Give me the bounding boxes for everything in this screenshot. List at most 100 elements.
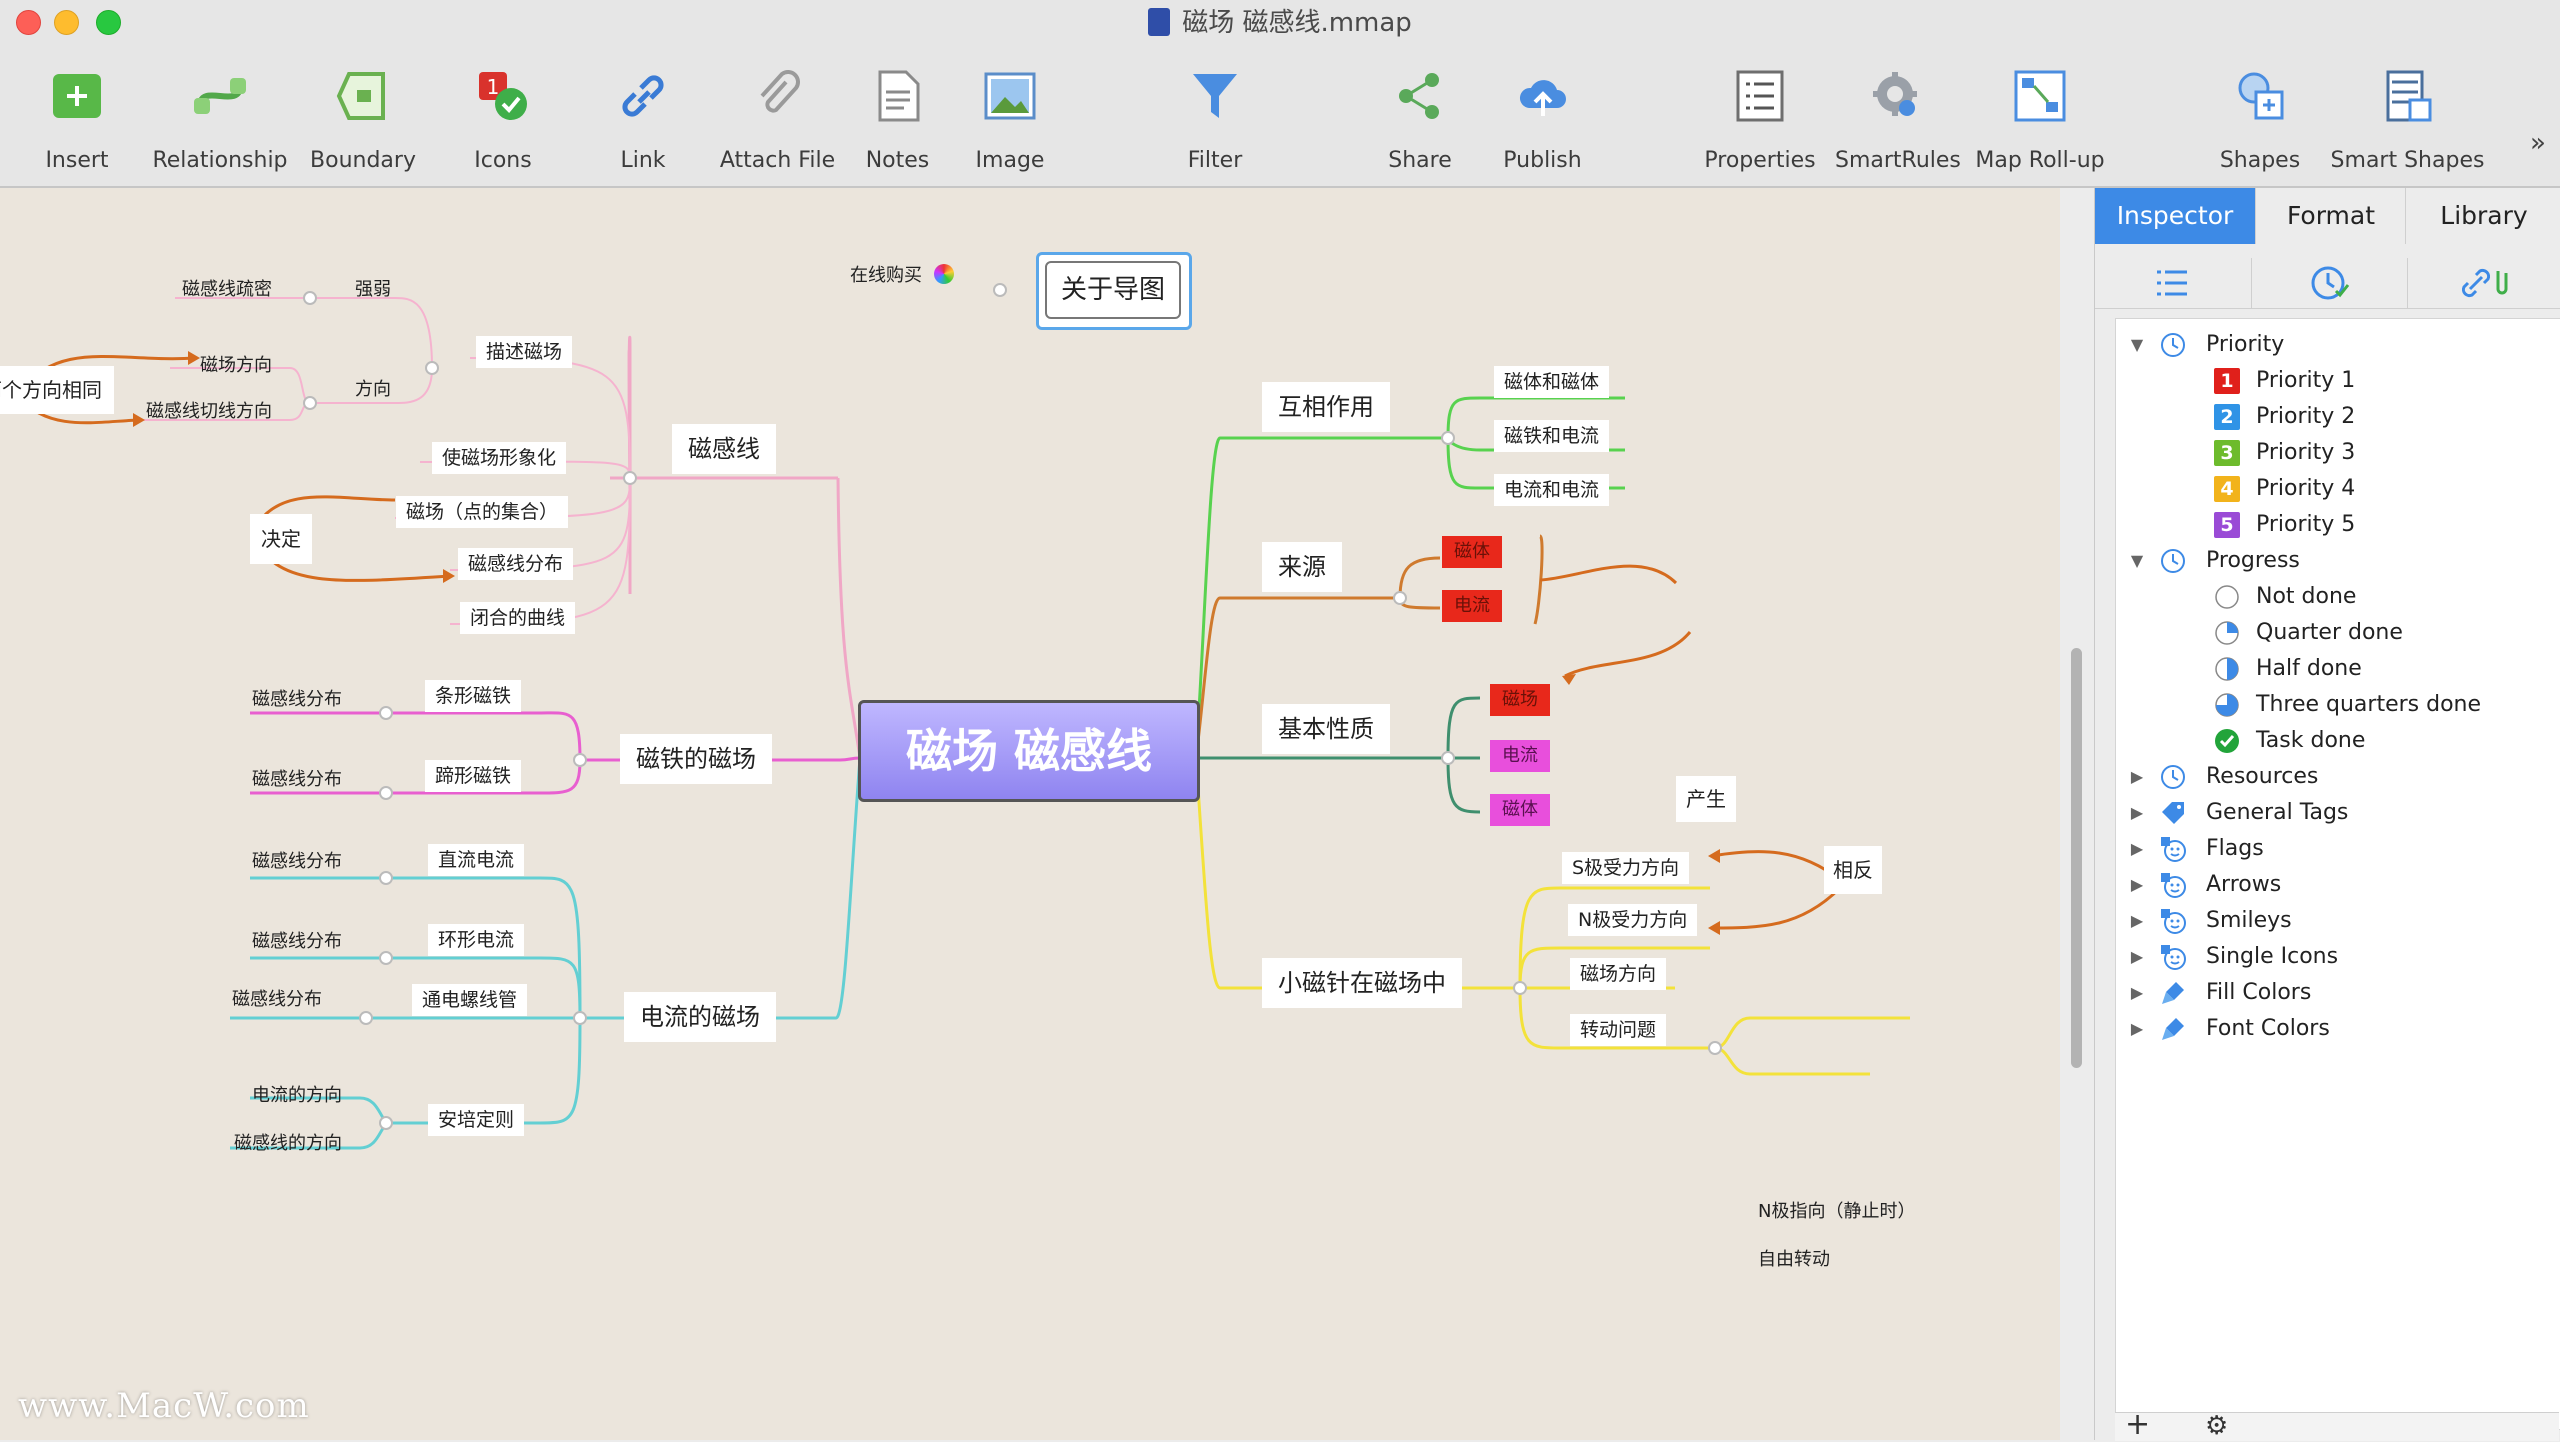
tree-row-general-tags[interactable]: ▶ General Tags [2116,795,2560,831]
topic-qiexian-fangxiang[interactable]: 磁感线切线方向 [146,401,272,422]
tree-row-smileys[interactable]: ▶ Smileys [2116,903,2560,939]
topic-bihe[interactable]: 闭合的曲线 [460,602,576,634]
topic-cichang-fx[interactable]: 磁场方向 [1570,958,1667,990]
topic-citie-cichang[interactable]: 磁铁的磁场 [620,734,772,784]
topic-laiyuan[interactable]: 来源 [1262,542,1342,592]
disclosure-open-icon[interactable]: ▼ [2130,551,2144,570]
tag-citi[interactable]: 磁体 [1442,536,1502,568]
subtab-links[interactable] [2407,258,2560,308]
topic-fenbu-c[interactable]: 磁感线分布 [252,851,342,872]
tag-dianliu2[interactable]: 电流 [1490,740,1550,772]
link-button[interactable]: Link [588,46,698,186]
tab-library[interactable]: Library [2405,188,2560,244]
toolbar-overflow-button[interactable]: » [2530,128,2546,158]
topic-xiaocizhen[interactable]: 小磁针在磁场中 [1262,958,1462,1008]
tree-row-quarter-done[interactable]: Quarter done [2116,615,2560,651]
tree-row-flags[interactable]: ▶ Flags [2116,831,2560,867]
disclosure-open-icon[interactable]: ▼ [2130,335,2144,354]
tab-inspector[interactable]: Inspector [2095,188,2255,244]
topic-chansheng[interactable]: 产生 [1676,776,1736,822]
filter-button[interactable]: Filter [1160,46,1270,186]
disclosure-closed-icon[interactable]: ▶ [2130,947,2144,966]
mind-map-canvas[interactable]: 磁场 磁感线 关于导图 在线购买 磁感线 描述磁场 强弱 磁感线疏密 方向 磁场… [0,188,2060,1440]
smart-shapes-button[interactable]: Smart Shapes [2325,46,2490,186]
about-map-node[interactable]: 关于导图 [1036,252,1192,330]
tag-citi2[interactable]: 磁体 [1490,794,1550,826]
tree-row-task-done[interactable]: Task done [2116,723,2560,759]
publish-button[interactable]: Publish [1490,46,1595,186]
topic-luoxianguan[interactable]: 通电螺线管 [412,984,528,1016]
topic-miaoshu[interactable]: 描述磁场 [476,336,573,368]
disclosure-closed-icon[interactable]: ▶ [2130,1019,2144,1038]
vertical-scroll-thumb[interactable] [2071,648,2082,1068]
topic-s-force[interactable]: S极受力方向 [1562,852,1690,884]
topic-huxiang[interactable]: 互相作用 [1262,382,1390,432]
tree-row-fill-colors[interactable]: ▶ Fill Colors [2116,975,2560,1011]
boundary-button[interactable]: Boundary [308,46,418,186]
topic-n-force[interactable]: N极受力方向 [1568,904,1698,936]
topic-fangxiang-xiangtong[interactable]: 两个方向相同 [0,366,114,414]
add-button[interactable]: + [2125,1407,2151,1442]
topic-cixian-fangxiang[interactable]: 磁感线的方向 [234,1133,342,1154]
topic-dl-dl[interactable]: 电流和电流 [1494,474,1610,506]
topic-tiaoxing[interactable]: 条形磁铁 [425,680,522,712]
topic-xingzhi[interactable]: 基本性质 [1262,704,1390,754]
topic-dianliu-cichang[interactable]: 电流的磁场 [624,992,776,1042]
tag-dianliu[interactable]: 电流 [1442,590,1502,622]
attach-file-button[interactable]: Attach File [715,46,840,186]
topic-xiangfan[interactable]: 相反 [1824,846,1882,894]
topic-juedin[interactable]: 决定 [250,514,312,564]
icons-button[interactable]: 1 Icons [448,46,558,186]
topic-zhuandong[interactable]: 转动问题 [1570,1014,1667,1046]
minimize-window-button[interactable] [54,10,79,35]
tree-row-font-colors[interactable]: ▶ Font Colors [2116,1011,2560,1047]
properties-button[interactable]: Properties [1700,46,1820,186]
tree-row-arrows[interactable]: ▶ Arrows [2116,867,2560,903]
notes-button[interactable]: Notes [850,46,945,186]
zoom-window-button[interactable] [96,10,121,35]
topic-cixian[interactable]: 磁感线 [672,424,776,474]
central-topic[interactable]: 磁场 磁感线 [858,700,1200,802]
topic-anpei[interactable]: 安培定则 [428,1104,525,1136]
gear-icon[interactable]: ⚙ [2205,1411,2229,1441]
topic-fenbu-e[interactable]: 磁感线分布 [232,989,322,1010]
disclosure-closed-icon[interactable]: ▶ [2130,803,2144,822]
subtab-task[interactable] [2251,258,2407,308]
topic-huanxing[interactable]: 环形电流 [428,924,525,956]
topic-ziyou[interactable]: 自由转动 [1758,1249,1830,1270]
tree-row-priority[interactable]: ▼ Priority [2116,327,2560,363]
tree-row-not-done[interactable]: Not done [2116,579,2560,615]
shapes-button[interactable]: Shapes [2200,46,2320,186]
tag-cichang[interactable]: 磁场 [1490,684,1550,716]
close-window-button[interactable] [16,10,41,35]
tree-row-priority-3[interactable]: 3 Priority 3 [2116,435,2560,471]
topic-xingxianghua[interactable]: 使磁场形象化 [432,442,567,474]
subtab-list[interactable] [2095,258,2250,308]
insert-button[interactable]: Insert [22,46,132,186]
topic-tixing[interactable]: 蹄形磁铁 [425,760,522,792]
topic-fenbu-d[interactable]: 磁感线分布 [252,931,342,952]
tree-row-priority-2[interactable]: 2 Priority 2 [2116,399,2560,435]
tree-row-priority-1[interactable]: 1 Priority 1 [2116,363,2560,399]
share-button[interactable]: Share [1370,46,1470,186]
tree-row-single-icons[interactable]: ▶ Single Icons [2116,939,2560,975]
buy-online-label[interactable]: 在线购买 [850,265,922,286]
topic-fenbu[interactable]: 磁感线分布 [458,548,574,580]
tab-format[interactable]: Format [2255,188,2406,244]
tree-row-progress[interactable]: ▼ Progress [2116,543,2560,579]
topic-dian-jihe[interactable]: 磁场（点的集合） [396,496,569,528]
topic-fenbu-b[interactable]: 磁感线分布 [252,769,342,790]
map-rollup-button[interactable]: Map Roll-up [1970,46,2110,186]
topic-cichang-fangxiang[interactable]: 磁场方向 [200,355,272,376]
tree-row-half-done[interactable]: Half done [2116,651,2560,687]
disclosure-closed-icon[interactable]: ▶ [2130,911,2144,930]
tree-row-three-quarters-done[interactable]: Three quarters done [2116,687,2560,723]
tree-row-priority-4[interactable]: 4 Priority 4 [2116,471,2560,507]
topic-ctie-dl[interactable]: 磁铁和电流 [1494,420,1610,452]
relationship-button[interactable]: Relationship [150,46,290,186]
tree-row-priority-5[interactable]: 5 Priority 5 [2116,507,2560,543]
disclosure-closed-icon[interactable]: ▶ [2130,767,2144,786]
smartrules-button[interactable]: SmartRules [1835,46,1961,186]
topic-shumi[interactable]: 磁感线疏密 [182,279,272,300]
disclosure-closed-icon[interactable]: ▶ [2130,839,2144,858]
